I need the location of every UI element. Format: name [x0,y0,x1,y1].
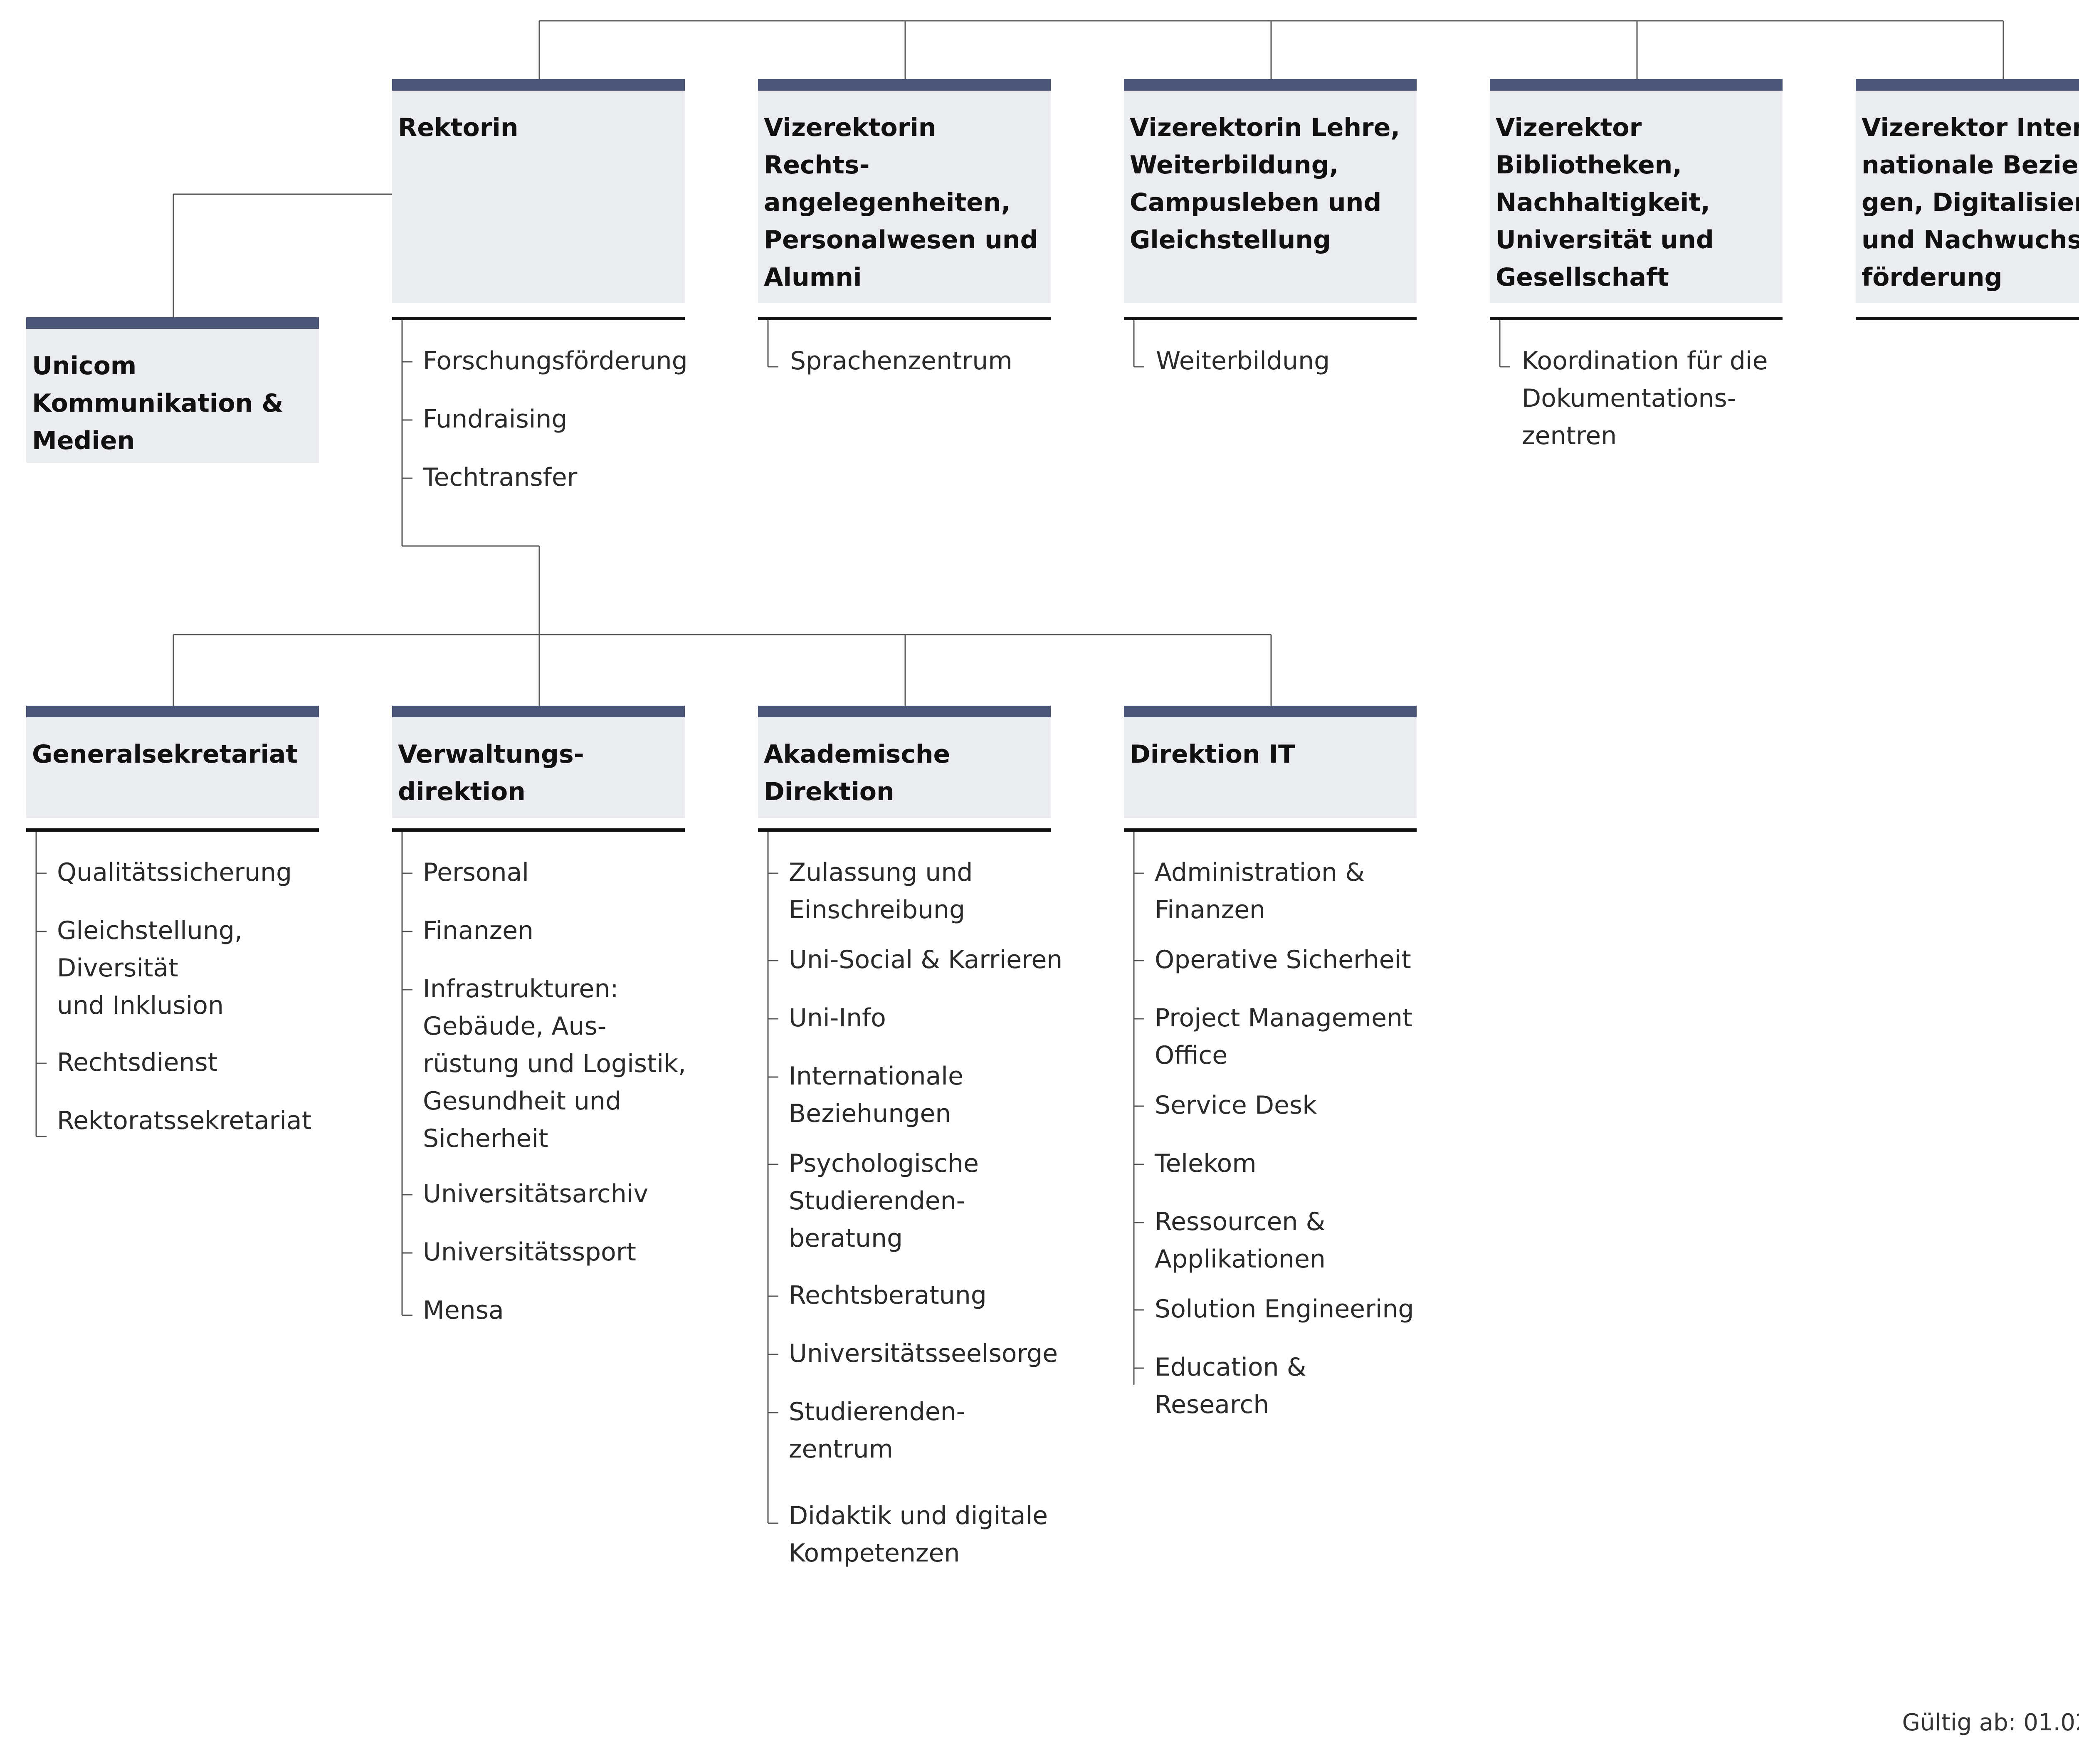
box-vr-intl[interactable]: Vizerektor Inter- nationale Beziehun- ge… [1856,79,2079,303]
box-unicom[interactable]: Unicom Kommunikation & Medien [26,317,319,463]
list-item: Koordination für die Dokumentations- zen… [1522,346,1768,450]
rule-akademisch [758,828,1051,832]
list-item: Finanzen [423,916,534,945]
list-item: Universitätssport [423,1238,636,1267]
list-item: Operative Sicherheit [1155,945,1411,974]
list-item: Education & Research [1155,1353,1306,1419]
rule-verwaltung [392,828,685,832]
list-item: Rechtsberatung [789,1281,987,1310]
list-item: Uni-Social & Karrieren [789,945,1063,974]
rule-it [1124,828,1417,832]
rule-vr-lehre [1124,317,1417,320]
list-item: Telekom [1155,1149,1257,1178]
list-item: Solution Engineering [1155,1295,1414,1324]
box-akademisch-title: Akademische Direktion [764,740,951,806]
list-item: Studierenden- zentrum [789,1397,965,1464]
list-item: Project Management Office [1155,1003,1412,1070]
box-vr-recht[interactable]: Vizerektorin Rechts- angelegenheiten, Pe… [758,79,1051,303]
list-item: Fundraising [423,405,568,434]
list-item: Personal [423,858,529,887]
box-generalsekretariat-title: Generalsekretariat [32,740,298,769]
list-item: Uni-Info [789,1003,886,1033]
rule-vr-biblio [1490,317,1783,320]
box-vr-intl-title: Vizerektor Inter- nationale Beziehun- ge… [1862,113,2079,292]
list-item: Psychologische Studierenden- beratung [789,1149,979,1253]
box-verwaltung[interactable]: Verwaltungs- direktion [392,706,685,818]
list-item: Universitätsseelsorge [789,1339,1058,1368]
list-item: Sprachenzentrum [790,346,1012,376]
rule-generalsekretariat [26,828,319,832]
list-item: Gleichstellung, Diversität und Inklusion [57,916,243,1020]
list-item: Universitätsarchiv [423,1179,649,1208]
list-item: Qualitätssicherung [57,858,292,887]
rule-vr-recht [758,317,1051,320]
rule-vr-intl [1856,317,2079,320]
box-vr-lehre-title: Vizerektorin Lehre, Weiterbildung, Campu… [1130,113,1400,254]
box-rektorin[interactable]: Rektorin [392,79,685,303]
box-verwaltung-title: Verwaltungs- direktion [398,740,584,806]
box-vr-biblio-title: Vizerektor Bibliotheken, Nachhaltigkeit,… [1496,113,1714,292]
list-item: Rechtsdienst [57,1048,218,1077]
list-item: Ressourcen & Applikationen [1155,1207,1326,1274]
box-vr-biblio[interactable]: Vizerektor Bibliotheken, Nachhaltigkeit,… [1490,79,1783,303]
box-akademisch[interactable]: Akademische Direktion [758,706,1051,818]
list-item: Rektoratssekretariat [57,1106,312,1135]
box-generalsekretariat[interactable]: Generalsekretariat [26,706,319,818]
list-item: Administration & Finanzen [1155,858,1365,924]
box-it[interactable]: Direktion IT [1124,706,1417,818]
list-item: Forschungsförderung [423,346,688,376]
rule-rektorin [392,317,685,320]
valid-from-label: Gültig ab: 01.02.2025 [1902,1709,2079,1736]
box-it-title: Direktion IT [1130,740,1295,769]
list-item: Infrastrukturen: Gebäude, Aus- rüstung u… [423,974,686,1153]
box-vr-recht-title: Vizerektorin Rechts- angelegenheiten, Pe… [764,113,1038,292]
box-vr-lehre[interactable]: Vizerektorin Lehre, Weiterbildung, Campu… [1124,79,1417,303]
list-item: Service Desk [1155,1091,1317,1120]
list-item: Weiterbildung [1156,346,1330,376]
box-unicom-title: Unicom Kommunikation & Medien [32,351,284,455]
box-rektorin-title: Rektorin [398,113,519,142]
list-item: Mensa [423,1296,504,1325]
list-item: Zulassung und Einschreibung [789,858,973,924]
list-item: Techtransfer [423,463,578,492]
list-item: Internationale Beziehungen [789,1062,963,1128]
list-item: Didaktik und digitale Kompetenzen [789,1501,1048,1568]
